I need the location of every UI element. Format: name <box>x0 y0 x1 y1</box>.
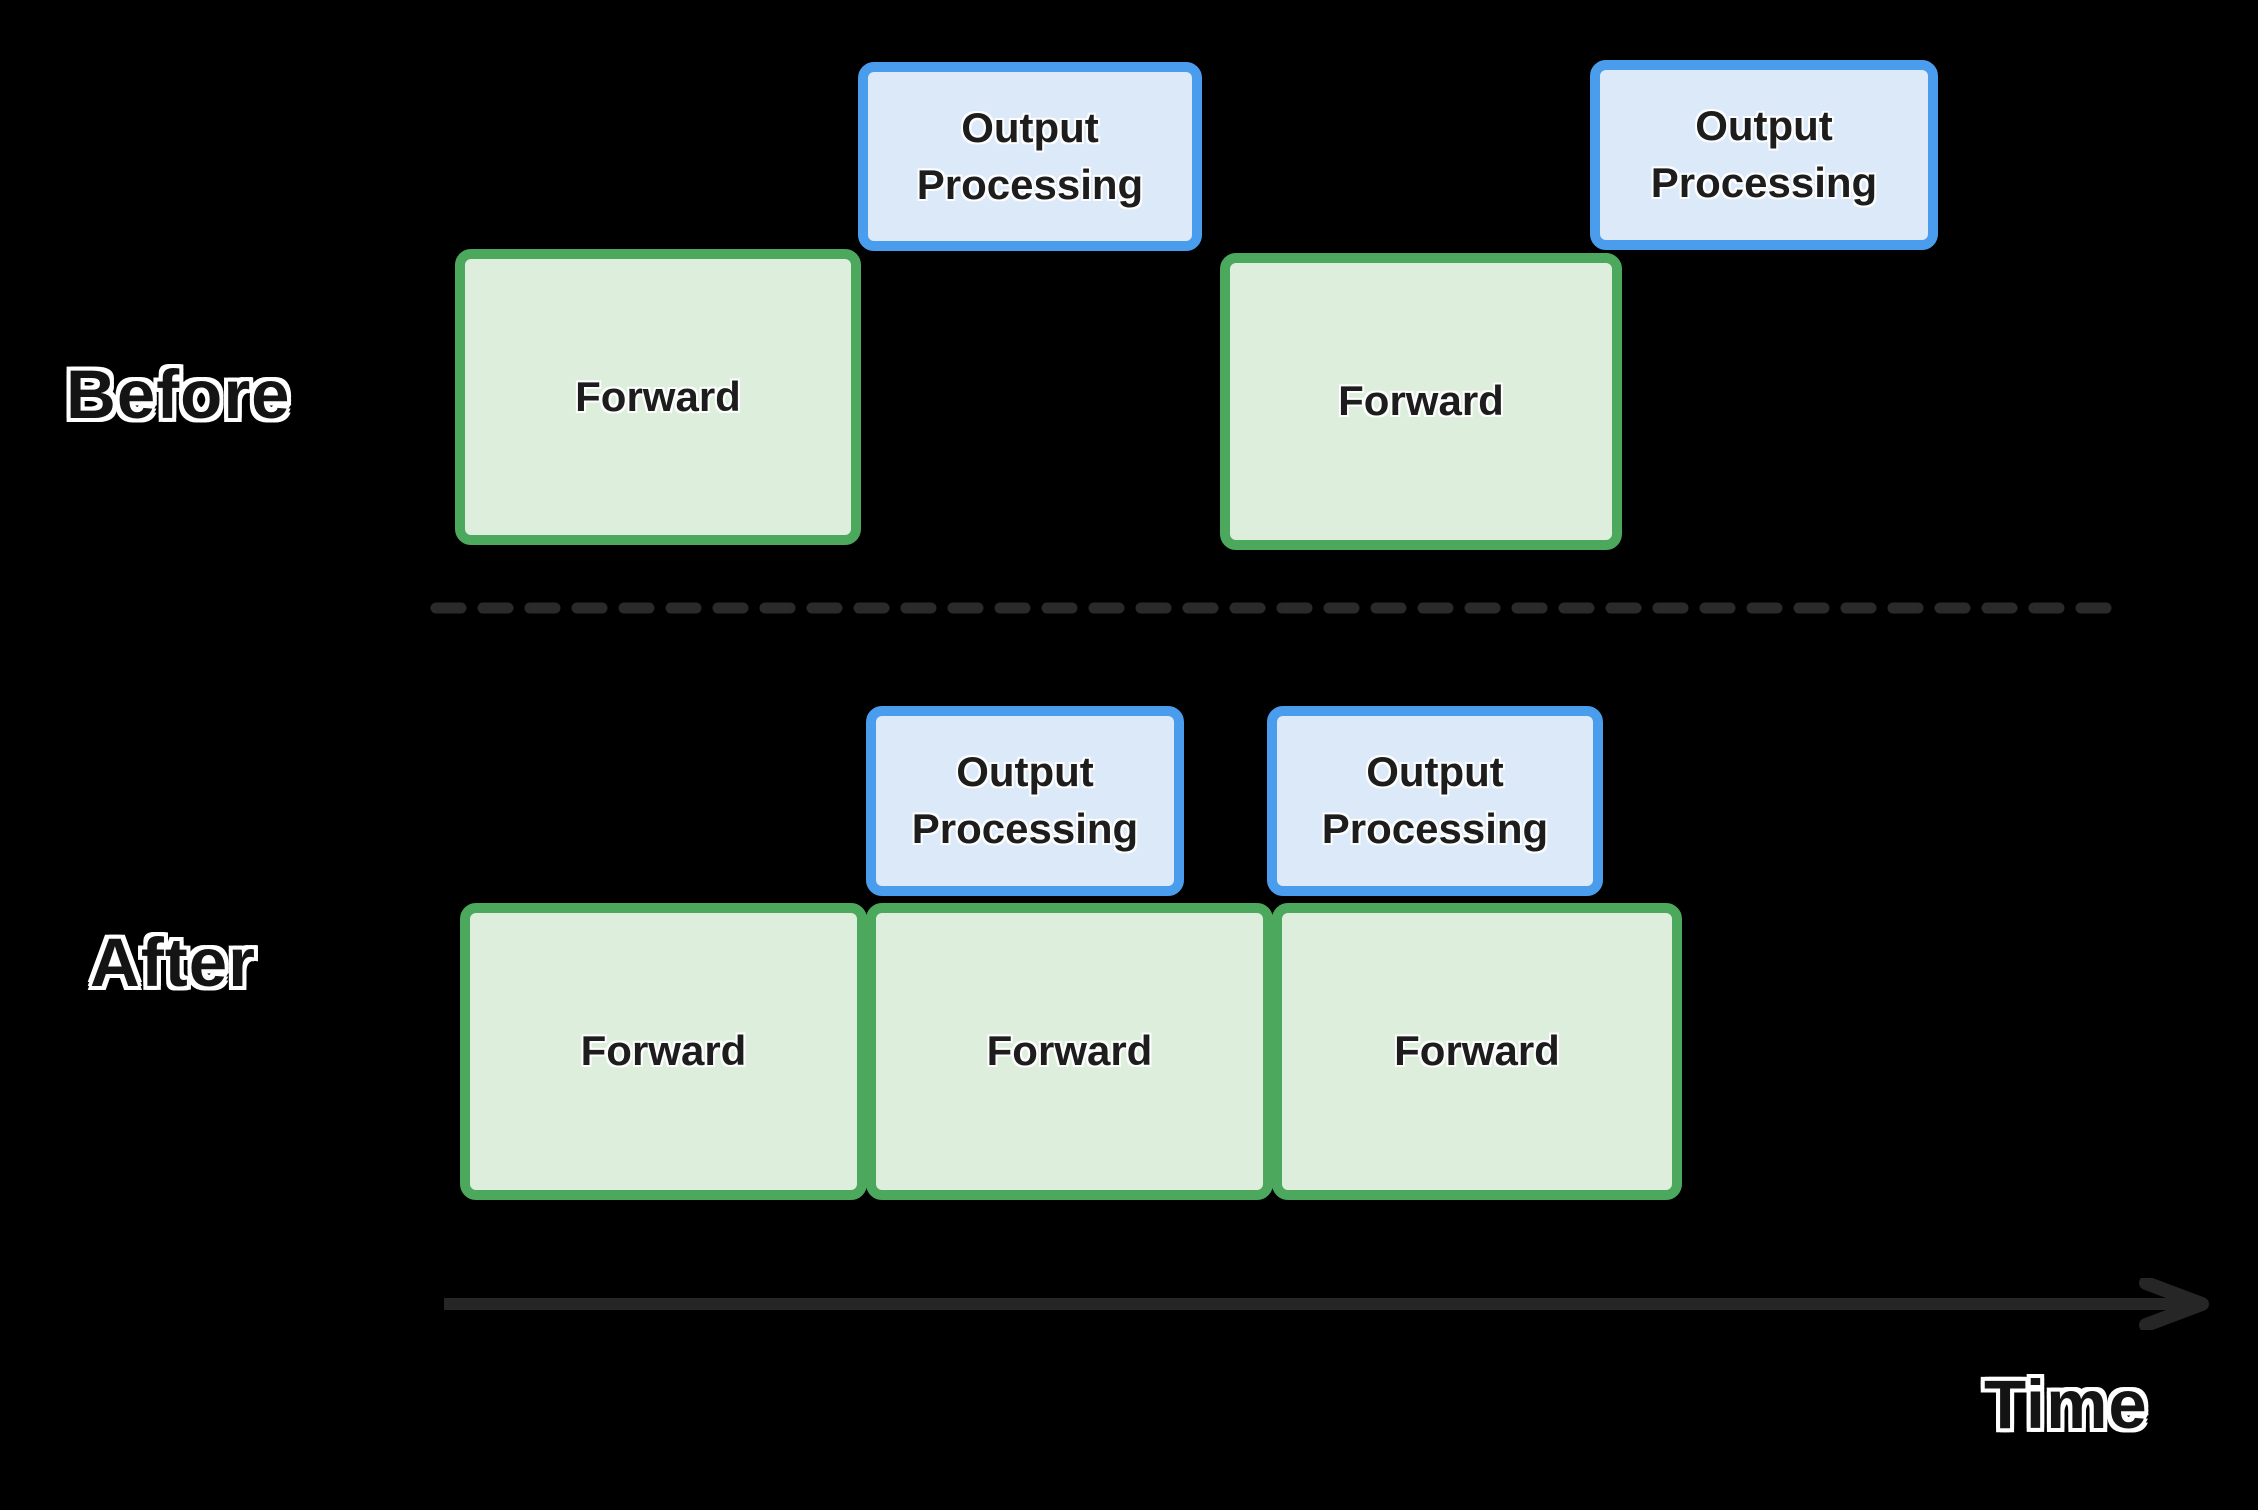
after-forward-block-1-label: Forward <box>580 1027 747 1075</box>
before-output-processing-block-1-label: Output Processing <box>916 103 1144 208</box>
before-forward-block-1: Forward <box>455 249 861 545</box>
after-output-processing-block-1: Output Processing <box>866 706 1184 896</box>
time-axis-arrow <box>444 1278 2209 1330</box>
after-forward-block-1: Forward <box>460 903 867 1200</box>
after-output-processing-block-1-label: Output Processing <box>911 748 1139 852</box>
before-forward-block-2-label: Forward <box>1338 377 1504 425</box>
before-output-processing-block-2: Output Processing <box>1590 60 1938 250</box>
after-row-label: After <box>90 924 257 1001</box>
after-output-processing-block-2-label: Output Processing <box>1321 748 1549 852</box>
dashed-divider <box>430 602 2132 614</box>
before-forward-block-1-label: Forward <box>575 372 741 420</box>
after-forward-block-3-label: Forward <box>1394 1027 1560 1075</box>
before-row-label: Before <box>66 356 291 433</box>
time-axis-label: Time <box>1984 1366 2148 1443</box>
after-output-processing-block-2: Output Processing <box>1267 706 1603 896</box>
before-output-processing-block-2-label: Output Processing <box>1650 102 1878 206</box>
before-output-processing-block-1: Output Processing <box>858 62 1202 251</box>
after-forward-block-2: Forward <box>866 903 1273 1200</box>
before-forward-block-2: Forward <box>1220 253 1622 550</box>
after-forward-block-2-label: Forward <box>986 1027 1153 1075</box>
after-forward-block-3: Forward <box>1272 903 1682 1200</box>
